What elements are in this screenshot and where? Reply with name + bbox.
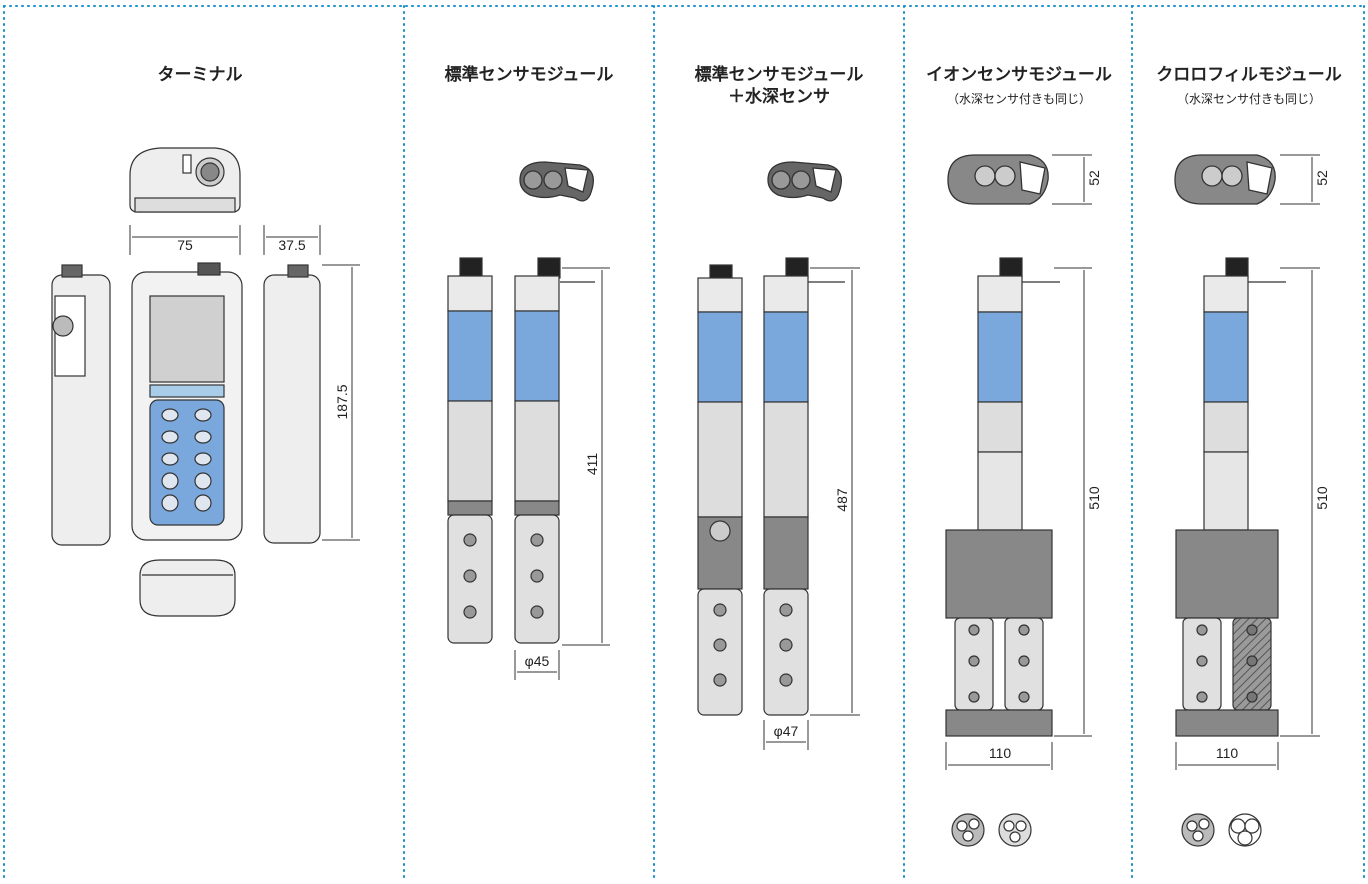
ion-sensor-title: イオンセンサモジュール [926,65,1112,85]
chl-bottom-views [1181,813,1262,847]
terminal-height-label: 187.5 [334,384,350,420]
chl-height-label: 510 [1314,486,1330,510]
ion-sensor-subtitle: （水深センサ付きも同じ） [946,92,1091,106]
std-front-probe [447,257,493,644]
ion-top-view [947,154,1049,205]
depth-dia-label: φ47 [773,723,799,739]
chl-top-view [1174,154,1276,205]
ion-dims [945,267,1092,770]
std-dims [514,267,610,680]
terminal-side-left [51,264,111,546]
ion-probe [945,257,1060,737]
chl-top-dim [1280,154,1320,205]
depth-sensor-title: 標準センサモジュール [694,65,864,85]
ion-height-label: 510 [1086,486,1102,510]
ion-width-label: 110 [988,745,1012,761]
ion-top-dim [1052,154,1092,205]
terminal-width-dim [129,225,321,255]
depth-front-probe [697,264,743,716]
depth-height-label: 487 [834,488,850,512]
terminal-side-right [263,264,321,544]
std-top-view [519,161,594,202]
terminal-top-view [129,147,241,213]
chl-dims [1175,267,1320,770]
chl-top-label: 52 [1314,170,1330,186]
terminal-width-label: 75 [177,237,193,253]
depth-side-probe [763,257,845,716]
std-height-label: 411 [584,452,600,476]
std-dia-label: φ45 [524,653,550,669]
frame [3,5,1365,881]
chl-width-label: 110 [1215,745,1239,761]
ion-bottom-views [951,813,1032,847]
terminal-depth-label: 37.5 [278,237,306,253]
chl-sensor-subtitle: （水深センサ付きも同じ） [1176,92,1321,106]
terminal-title: ターミナル [157,65,243,85]
depth-sensor-title-line2: ＋水深センサ [728,87,830,107]
terminal-height-dim [322,264,360,541]
ion-top-label: 52 [1086,170,1102,186]
terminal-bottom-view [139,559,236,617]
depth-top-view [767,161,842,202]
depth-dims [763,267,860,750]
terminal-front [131,262,243,541]
std-side-probe [514,257,595,644]
std-sensor-title: 標準センサモジュール [444,65,614,85]
chl-probe [1175,257,1286,737]
chl-sensor-title: クロロフィルモジュール [1156,65,1342,85]
